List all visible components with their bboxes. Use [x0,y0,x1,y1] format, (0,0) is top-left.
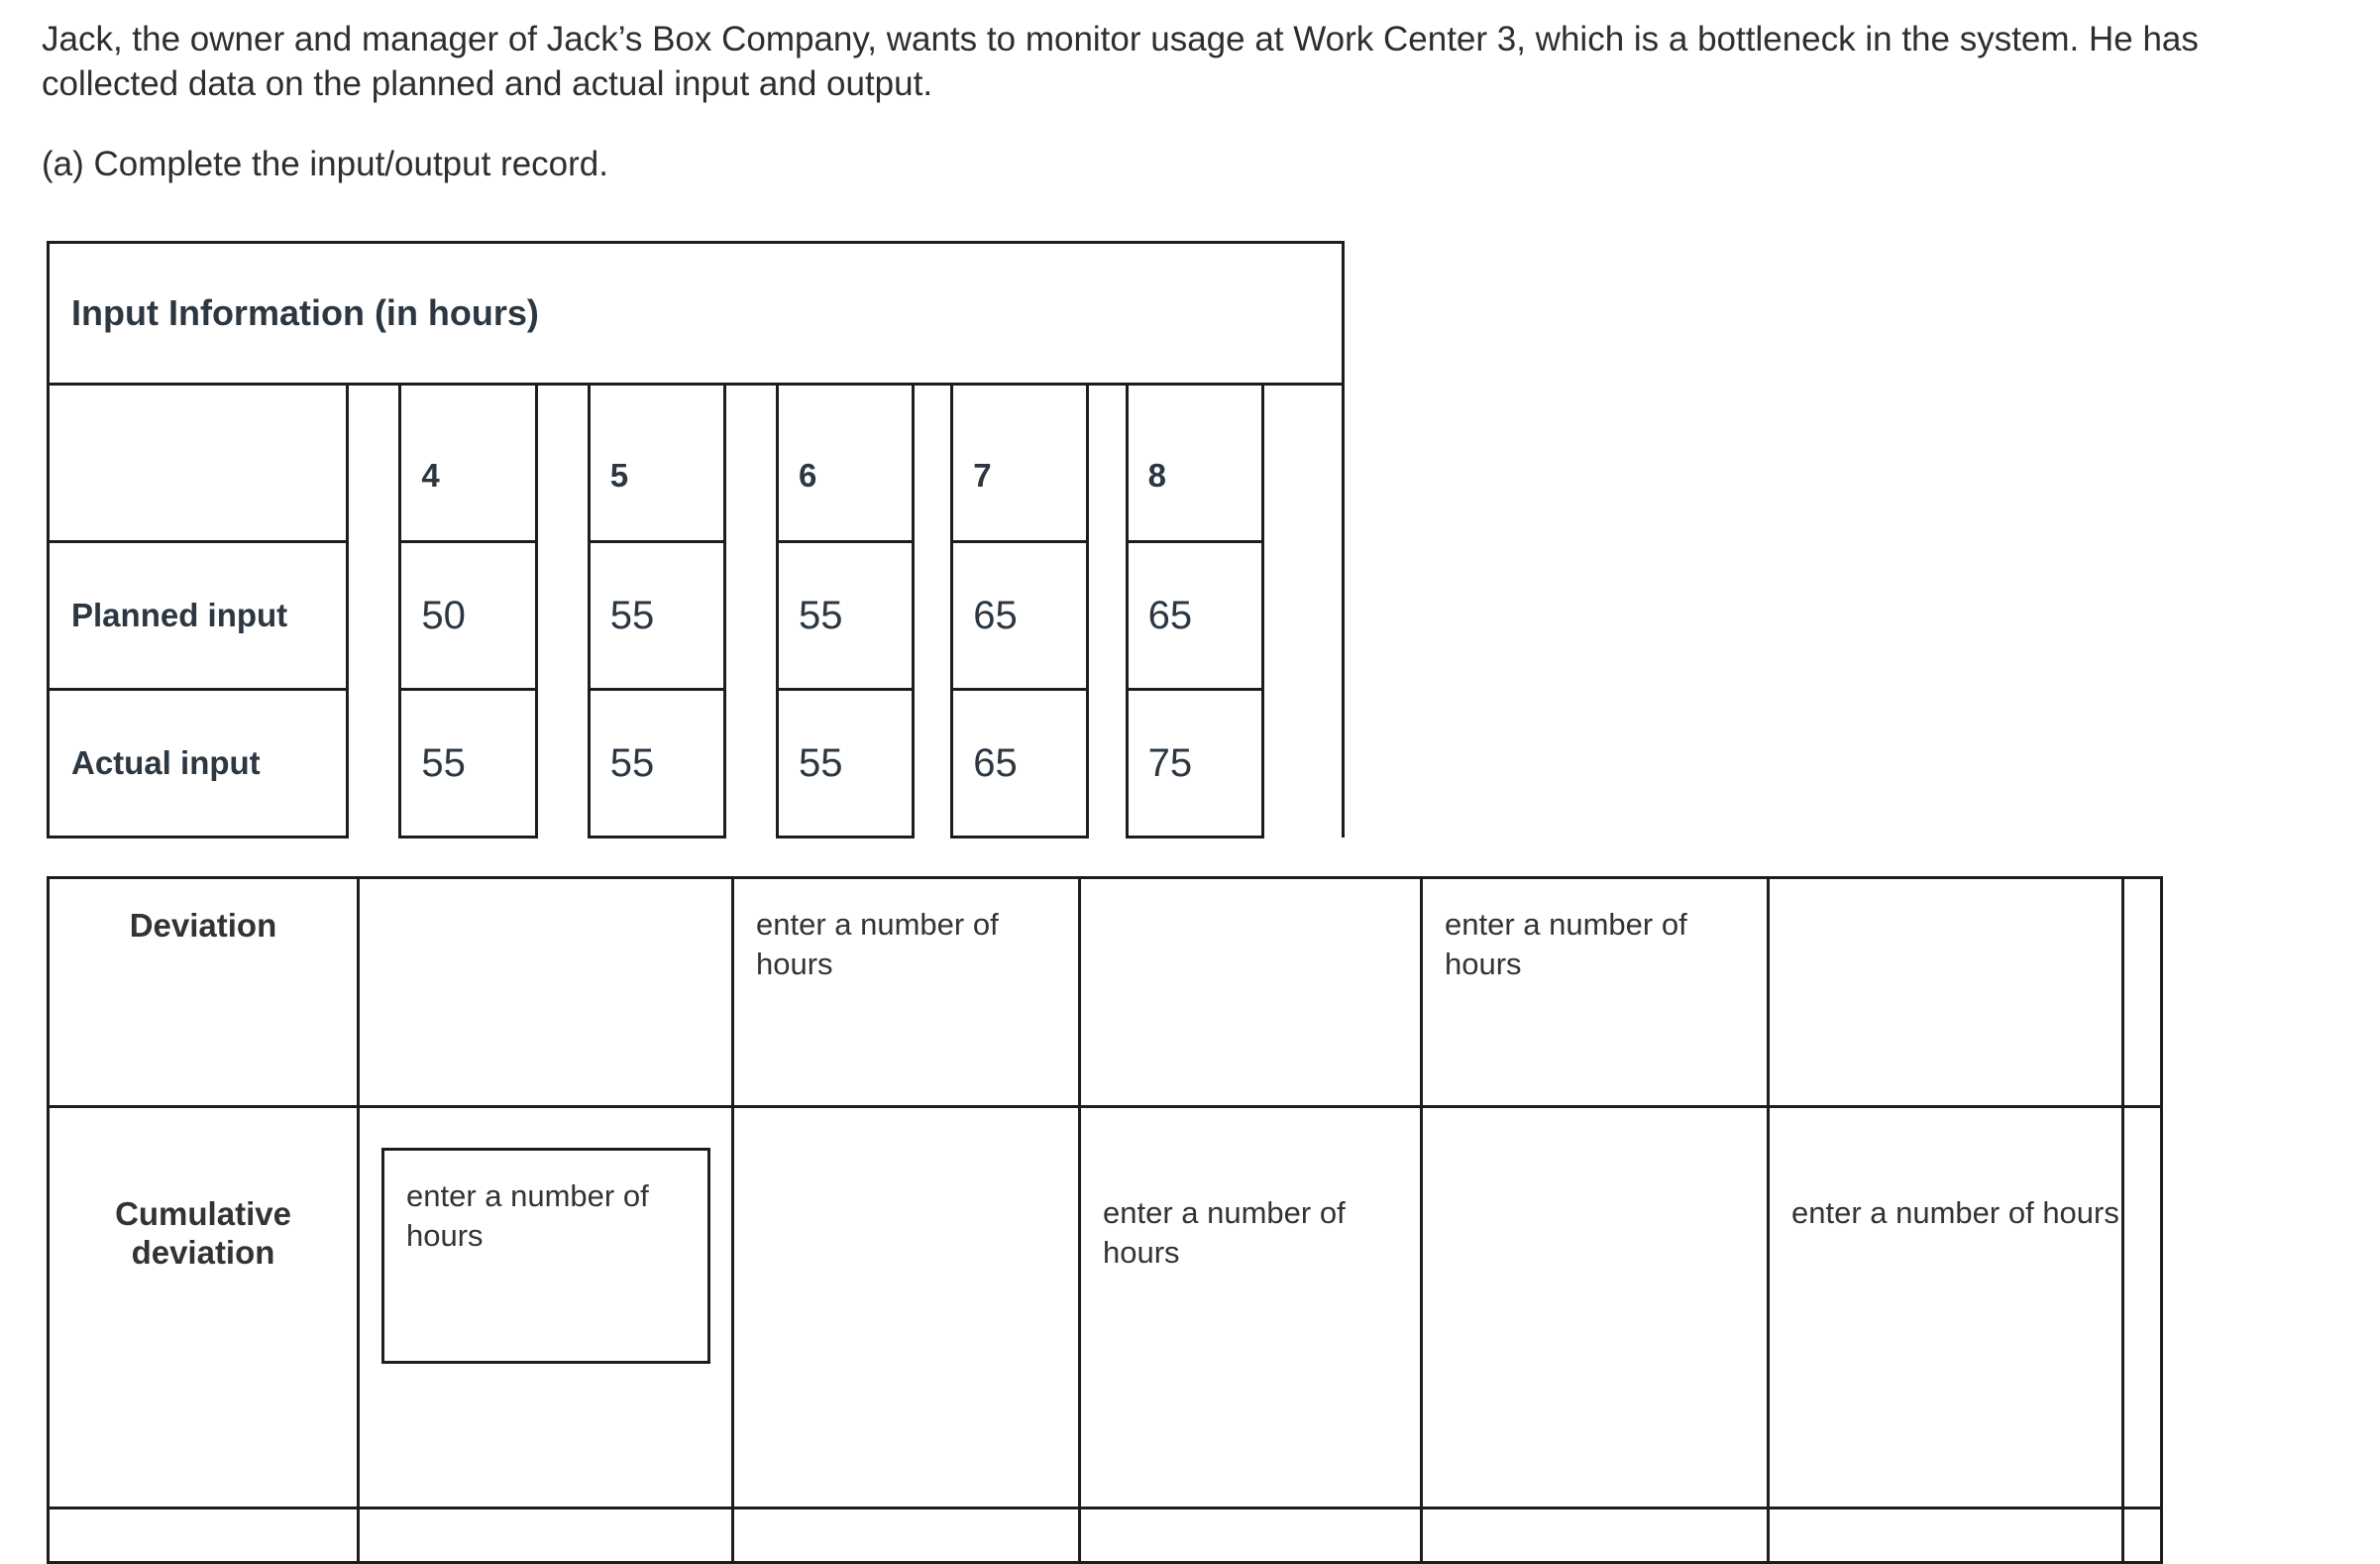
planned-input-label: Planned input [46,540,350,691]
period-gap-2 [722,384,780,542]
cumulative-cell-1[interactable]: enter a number of hours [357,1105,734,1509]
cumulative-label-line-2: deviation [131,1233,275,1271]
period-header-5: 5 [587,383,726,543]
planned-input-value-5: 55 [587,540,726,691]
input-information-table: Input Information (in hours) 4 5 6 7 8 P… [46,241,1346,838]
period-header-7: 7 [950,383,1090,543]
period-header-4: 4 [398,383,538,543]
planned-input-row: Planned input 50 55 55 65 65 [46,540,1346,691]
actual-input-value-6: 55 [775,688,916,838]
deviation-cell-2-placeholder[interactable]: enter a number of hours [731,876,1081,1108]
actual-input-value-7: 65 [950,688,1090,838]
actual-input-value-5: 55 [587,688,726,838]
footer-cell-5 [1767,1507,2124,1564]
actual-input-label: Actual input [46,688,350,838]
period-header-blank-label [46,383,350,543]
period-gap-3 [912,384,954,542]
period-header-6: 6 [775,383,916,543]
planned-gap-3 [912,541,954,690]
problem-statement: Jack, the owner and manager of Jack’s Bo… [42,18,2281,186]
period-gap-1 [534,384,591,542]
footer-cell-3 [1078,1507,1423,1564]
planned-gap-0 [346,541,402,690]
planned-gap-4 [1086,541,1129,690]
period-gap-4 [1086,384,1129,542]
actual-gap-5 [1260,689,1346,838]
actual-gap-1 [534,689,591,838]
deviation-cell-4-placeholder[interactable]: enter a number of hours [1420,876,1770,1108]
cumulative-cell-2[interactable] [731,1105,1081,1509]
planned-input-value-6: 55 [775,540,916,691]
deviation-cell-narrow [2121,876,2163,1108]
period-gap-0 [346,384,402,542]
table-one-title-row: Input Information (in hours) [47,241,1345,386]
deviation-cell-3[interactable] [1078,876,1423,1108]
input-information-title: Input Information (in hours) [47,241,1345,386]
period-header-8: 8 [1125,383,1264,543]
intro-paragraph: Jack, the owner and manager of Jack’s Bo… [42,20,2199,103]
planned-gap-5 [1260,541,1346,690]
deviation-table: Deviation enter a number of hours enter … [47,876,2163,1564]
planned-input-value-8: 65 [1125,540,1264,691]
cumulative-deviation-label: Cumulative deviation [47,1105,360,1509]
actual-gap-2 [722,689,780,838]
period-gap-5 [1260,384,1346,542]
deviation-table-footer-row [47,1507,2163,1564]
cumulative-input-box[interactable]: enter a number of hours [381,1148,710,1364]
deviation-cell-1[interactable] [357,876,734,1108]
deviation-row: Deviation enter a number of hours enter … [47,876,2163,1108]
planned-input-value-7: 65 [950,540,1090,691]
part-a-prompt: (a) Complete the input/output record. [42,144,608,183]
actual-input-value-4: 55 [398,688,538,838]
actual-input-value-8: 75 [1125,688,1264,838]
footer-cell-4 [1420,1507,1770,1564]
planned-gap-2 [722,541,780,690]
table-one-period-header-row: 4 5 6 7 8 [46,383,1346,543]
actual-input-row: Actual input 55 55 55 65 75 [46,688,1346,838]
planned-input-value-4: 50 [398,540,538,691]
cumulative-cell-4[interactable] [1420,1105,1770,1509]
actual-gap-3 [912,689,954,838]
deviation-cell-5[interactable] [1767,876,2124,1108]
footer-cell-narrow [2121,1507,2163,1564]
cumulative-label-line-1: Cumulative [115,1195,291,1232]
actual-gap-0 [346,689,402,838]
planned-gap-1 [534,541,591,690]
cumulative-deviation-row: Cumulative deviation enter a number of h… [47,1105,2163,1509]
footer-cell-0 [47,1507,360,1564]
cumulative-cell-3-placeholder[interactable]: enter a number of hours [1078,1105,1423,1509]
cumulative-cell-5-placeholder[interactable]: enter a number of hours [1767,1105,2124,1509]
deviation-label: Deviation [47,876,360,1108]
footer-cell-1 [357,1507,734,1564]
cumulative-cell-narrow [2121,1105,2163,1509]
footer-cell-2 [731,1507,1081,1564]
actual-gap-4 [1086,689,1129,838]
